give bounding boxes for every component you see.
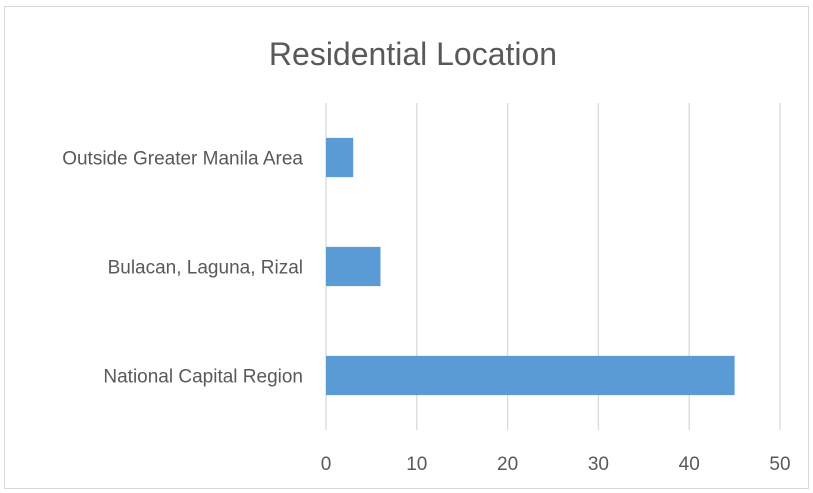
x-tick-label: 10 xyxy=(406,454,427,475)
chart-frame xyxy=(4,6,809,489)
x-axis-tick-labels: 0 10 20 30 40 50 xyxy=(321,454,791,475)
category-label: Bulacan, Laguna, Rizal xyxy=(108,258,303,279)
chart-title: Residential Location xyxy=(269,36,557,72)
category-label: National Capital Region xyxy=(103,367,303,388)
category-labels: National Capital Region Bulacan, Laguna, … xyxy=(62,149,303,388)
bar xyxy=(326,355,735,396)
bars xyxy=(326,137,735,396)
x-tick-label: 30 xyxy=(588,454,609,475)
bar xyxy=(326,137,354,178)
x-tick-label: 40 xyxy=(679,454,700,475)
x-tick-label: 0 xyxy=(321,454,332,475)
bar xyxy=(326,246,381,287)
x-tick-label: 50 xyxy=(769,454,790,475)
category-label: Outside Greater Manila Area xyxy=(62,149,303,170)
x-tick-label: 20 xyxy=(497,454,518,475)
